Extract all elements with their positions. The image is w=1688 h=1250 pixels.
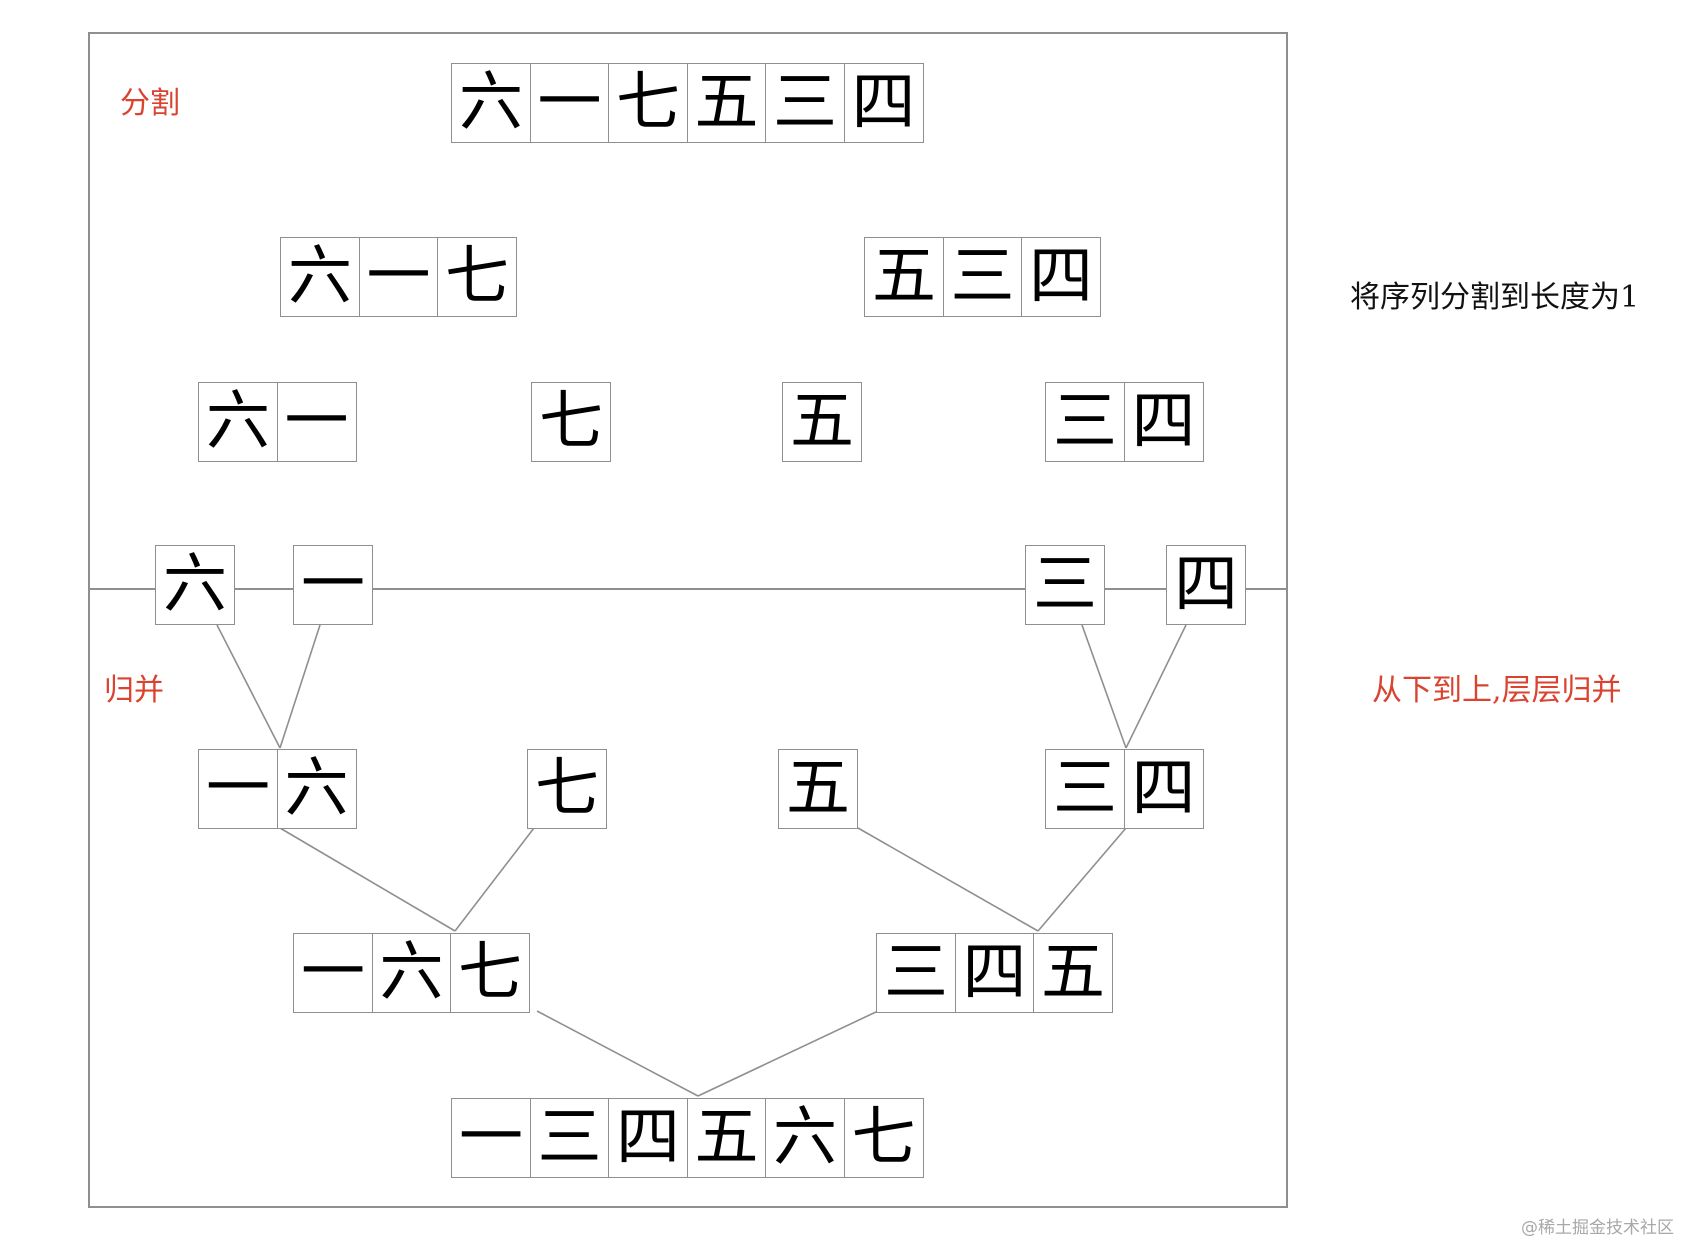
array-cell: 六 bbox=[451, 63, 531, 143]
array-cell: 六 bbox=[371, 933, 452, 1013]
array-cell: 六 bbox=[765, 1098, 845, 1178]
merge-level1-array: 三 四 bbox=[1045, 749, 1204, 829]
connector-line bbox=[454, 827, 535, 932]
merge-level1-array: 五 bbox=[778, 749, 858, 829]
array-cell: 一 bbox=[276, 382, 357, 462]
connector-line bbox=[1081, 624, 1127, 749]
array-cell: 七 bbox=[527, 749, 607, 829]
array-cell: 一 bbox=[529, 63, 610, 143]
split-level0-array: 六 一 七 五 三 四 bbox=[451, 63, 924, 143]
connector-line bbox=[216, 624, 281, 749]
array-cell: 五 bbox=[782, 382, 862, 462]
split-level2-array: 五 bbox=[782, 382, 862, 462]
split-level3-array: 一 bbox=[293, 545, 373, 625]
split-label: 分割 bbox=[120, 86, 180, 121]
array-cell: 六 bbox=[276, 749, 357, 829]
split-note: 将序列分割到长度为1 bbox=[1350, 280, 1640, 315]
array-cell: 三 bbox=[1045, 749, 1125, 829]
split-level2-array: 三 四 bbox=[1045, 382, 1204, 462]
array-cell: 四 bbox=[954, 933, 1035, 1013]
merge-level2-left-array: 一 六 七 bbox=[293, 933, 530, 1013]
array-cell: 四 bbox=[1166, 545, 1246, 625]
split-level3-array: 四 bbox=[1166, 545, 1246, 625]
array-cell: 五 bbox=[864, 237, 944, 317]
array-cell: 四 bbox=[608, 1098, 688, 1178]
array-cell: 五 bbox=[1033, 933, 1113, 1013]
array-cell: 四 bbox=[1021, 237, 1101, 317]
split-level1-left-array: 六 一 七 bbox=[280, 237, 517, 317]
array-cell: 一 bbox=[358, 237, 439, 317]
connector-line bbox=[279, 827, 456, 932]
array-cell: 三 bbox=[876, 933, 956, 1013]
array-cell: 七 bbox=[437, 237, 517, 317]
array-cell: 三 bbox=[1045, 382, 1125, 462]
array-cell: 七 bbox=[531, 382, 611, 462]
split-level1-right-array: 五 三 四 bbox=[864, 237, 1101, 317]
array-cell: 六 bbox=[198, 382, 278, 462]
connector-line bbox=[1125, 624, 1187, 749]
split-level2-array: 七 bbox=[531, 382, 611, 462]
connector-line bbox=[279, 624, 321, 749]
array-cell: 一 bbox=[293, 933, 373, 1013]
connector-line bbox=[1037, 827, 1127, 932]
array-cell: 三 bbox=[765, 63, 845, 143]
connector-line bbox=[697, 1010, 879, 1097]
split-level3-array: 三 bbox=[1025, 545, 1105, 625]
array-cell: 七 bbox=[450, 933, 530, 1013]
split-level3-array: 六 bbox=[155, 545, 235, 625]
array-cell: 六 bbox=[155, 545, 235, 625]
array-cell: 五 bbox=[686, 63, 767, 143]
array-cell: 五 bbox=[686, 1098, 767, 1178]
split-level2-array: 六 一 bbox=[198, 382, 357, 462]
merge-note: 从下到上,层层归并 bbox=[1372, 673, 1622, 708]
array-cell: 六 bbox=[280, 237, 360, 317]
array-cell: 七 bbox=[843, 1098, 924, 1178]
merge-section-frame bbox=[88, 588, 1288, 1208]
array-cell: 三 bbox=[942, 237, 1023, 317]
watermark: @稀土掘金技术社区 bbox=[1521, 1218, 1674, 1238]
array-cell: 四 bbox=[1123, 749, 1204, 829]
array-cell: 一 bbox=[451, 1098, 531, 1178]
connector-line bbox=[536, 1010, 699, 1097]
array-cell: 三 bbox=[529, 1098, 610, 1178]
connector-line bbox=[857, 827, 1039, 932]
array-cell: 七 bbox=[608, 63, 688, 143]
merge-label: 归并 bbox=[104, 673, 164, 708]
merge-level2-right-array: 三 四 五 bbox=[876, 933, 1113, 1013]
merge-level1-array: 七 bbox=[527, 749, 607, 829]
array-cell: 四 bbox=[843, 63, 924, 143]
array-cell: 一 bbox=[293, 545, 373, 625]
array-cell: 一 bbox=[198, 749, 278, 829]
array-cell: 四 bbox=[1123, 382, 1204, 462]
array-cell: 五 bbox=[778, 749, 858, 829]
merge-result-array: 一 三 四 五 六 七 bbox=[451, 1098, 924, 1178]
merge-level1-array: 一 六 bbox=[198, 749, 357, 829]
array-cell: 三 bbox=[1025, 545, 1105, 625]
